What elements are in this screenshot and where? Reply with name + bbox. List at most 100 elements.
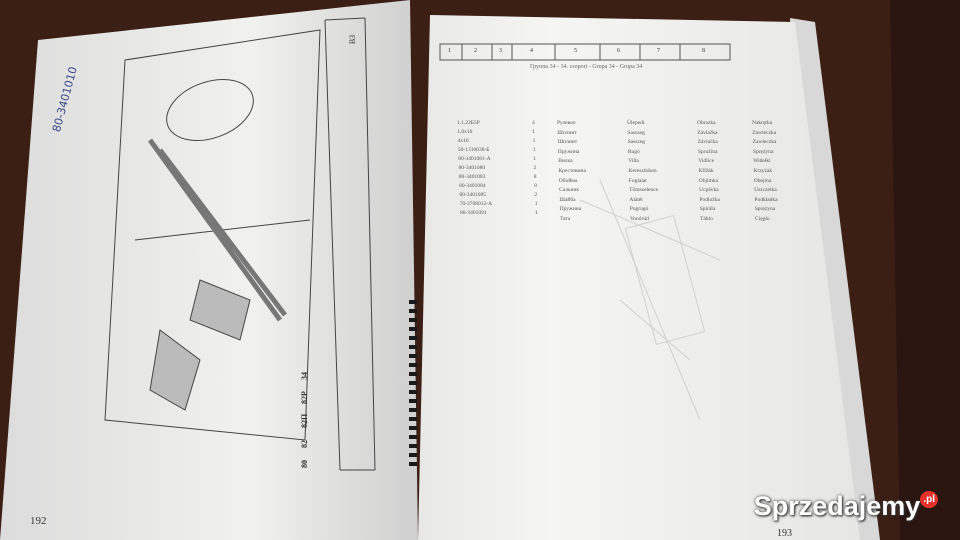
spiral-ring xyxy=(409,363,417,367)
dark-object xyxy=(890,0,960,540)
parts-cell-cs: Závlačka xyxy=(697,139,718,146)
spiral-ring xyxy=(409,327,417,331)
header-column-number: 7 xyxy=(657,48,660,54)
parts-cell-hu: Sasszeg xyxy=(627,139,646,146)
spiral-ring xyxy=(409,399,417,403)
parts-cell-ru: Тяга xyxy=(560,216,571,222)
header-column-number: 3 xyxy=(499,48,502,54)
spiral-ring xyxy=(409,408,417,412)
left-diagram xyxy=(104,17,376,471)
parts-cell-cs: Spirála xyxy=(699,206,716,213)
parts-cell-code: 80-3401091 xyxy=(460,210,487,216)
parts-cell-hu: Foglalat xyxy=(628,177,647,184)
parts-cell-pl: Uszczelka xyxy=(754,187,777,194)
parts-cell-cs: Spružina xyxy=(697,148,718,155)
parts-cell-qty: 1 xyxy=(534,201,538,207)
table-side-label: 82П xyxy=(300,413,309,428)
watermark-text: Sprzedajemy xyxy=(753,491,921,521)
parts-cell-pl: Sprężyna xyxy=(754,206,776,213)
spiral-ring xyxy=(409,354,417,358)
parts-cell-hu: Alátét xyxy=(629,196,643,203)
spiral-ring xyxy=(409,462,417,466)
table-side-label: 82Р xyxy=(300,391,309,404)
parts-cell-cs: Ucpávka xyxy=(699,187,719,194)
parts-cell-ru: Крестовина xyxy=(558,168,586,174)
parts-cell-cs: Táhlo xyxy=(700,216,713,222)
parts-cell-code: 70-3708012-А xyxy=(459,201,493,207)
header-column-number: 8 xyxy=(702,48,705,54)
parts-cell-hu: Villa xyxy=(628,158,639,165)
parts-cell-ru: Обойма xyxy=(558,177,578,184)
parts-cell-cs: Vidlice xyxy=(698,158,715,165)
spiral-ring xyxy=(409,444,417,448)
parts-cell-cs: Podložka xyxy=(699,196,720,203)
header-column-number: 4 xyxy=(530,48,533,54)
left-page-number: 192 xyxy=(30,515,47,527)
right-table-header xyxy=(439,43,731,61)
parts-cell-cs: Křížák xyxy=(698,168,714,174)
parts-cell-code: 80-3401080 xyxy=(458,165,486,171)
right-page xyxy=(418,15,860,540)
spiral-ring xyxy=(409,345,417,349)
parts-cell-pl: Nakrętka xyxy=(752,120,773,126)
faint-bleedthrough-diagram xyxy=(579,179,721,421)
watermark: Sprzedajemy.pl xyxy=(754,491,938,522)
spiral-ring xyxy=(409,309,417,313)
parts-cell-ru: Вилка xyxy=(558,158,573,165)
parts-cell-ru: Пружина xyxy=(557,148,580,155)
parts-cell-pl: Sprężyna xyxy=(752,148,774,155)
parts-cell-qty: 2 xyxy=(533,165,537,171)
parts-cell-code: 4х16 xyxy=(457,138,469,144)
parts-cell-hu: Sasszeg xyxy=(627,129,645,136)
parts-cell-cs: Závlačka xyxy=(697,129,718,136)
parts-cell-pl: Cięgło xyxy=(755,216,770,222)
parts-cell-hu: Pogrugó xyxy=(629,206,649,213)
parts-cell-qty: 1 xyxy=(533,156,536,162)
parts-cell-pl: Obejma xyxy=(753,177,772,184)
spiral-ring xyxy=(409,336,417,340)
right-page-number: 193 xyxy=(777,528,792,539)
parts-cell-hu: Keresztidom xyxy=(628,168,657,174)
header-column-number: 6 xyxy=(617,48,620,54)
parts-cell-code: 1,6х10 xyxy=(457,129,473,135)
parts-cell-code: 1.1.22Б5Р xyxy=(457,120,480,126)
spiral-ring xyxy=(409,417,417,421)
parts-cell-qty: 1 xyxy=(535,210,538,216)
parts-cell-pl: Zawleczka xyxy=(752,139,777,146)
table-side-label: 82 xyxy=(300,440,309,448)
parts-cell-code: 50-1310038-Б xyxy=(457,147,490,153)
parts-cell-qty: 2 xyxy=(534,192,538,198)
spiral-ring xyxy=(409,381,417,385)
parts-cell-ru: Шплинт xyxy=(557,129,577,136)
parts-cell-qty: 8 xyxy=(534,183,537,189)
group-title: Группа 34 - 34. csoport - Grupa 34 - Gru… xyxy=(530,64,643,70)
parts-cell-code: 80-3401083 xyxy=(458,174,486,180)
parts-cell-qty: 8 xyxy=(533,174,537,180)
watermark-dot: .pl xyxy=(920,491,938,508)
header-column-number: 1 xyxy=(448,48,451,54)
parts-cell-qty: 1 xyxy=(532,129,536,135)
header-column-number: 5 xyxy=(574,48,577,54)
spiral-binding xyxy=(409,300,417,466)
parts-cell-cs: Obrazka xyxy=(697,120,716,126)
parts-cell-hu: Ülepedi xyxy=(627,120,645,126)
parts-cell-qty: 4 xyxy=(532,120,535,126)
parts-cell-pl: Zawleczka xyxy=(752,129,777,136)
spiral-ring xyxy=(409,300,417,304)
parts-cell-cs: Objímka xyxy=(698,177,719,184)
parts-cell-ru: Шплинт xyxy=(557,139,578,146)
parts-cell-pl: Podkładka xyxy=(754,196,778,203)
parts-cell-code: 80-3401084 xyxy=(459,183,486,189)
parts-cell-ru: Пружина xyxy=(559,206,582,213)
left-page xyxy=(0,0,418,540)
parts-cell-pl: Krzyżak xyxy=(753,168,773,174)
spiral-ring xyxy=(409,435,417,439)
table-side-label: 80 xyxy=(300,460,309,468)
parts-cell-hu: Tömszelence xyxy=(629,187,659,194)
parts-cell-hu: Vonórúd xyxy=(630,216,649,222)
parts-cell-code: 80-3401081-А xyxy=(458,156,491,162)
spiral-ring xyxy=(409,426,417,430)
parts-cell-pl: Widełki xyxy=(753,158,771,165)
